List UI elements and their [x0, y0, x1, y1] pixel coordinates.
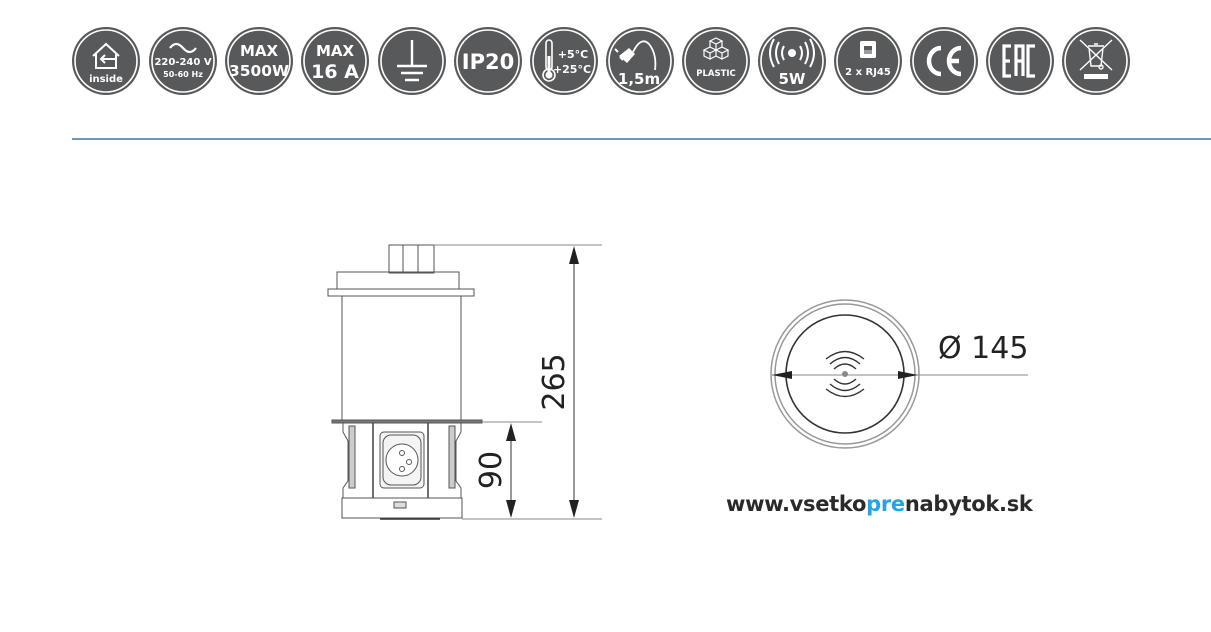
svg-text:5W: 5W — [779, 70, 806, 88]
ce-mark-badge — [909, 26, 979, 96]
svg-text:MAX: MAX — [316, 42, 355, 60]
thermometer-icon: +5°C +25°C — [530, 27, 598, 95]
svg-text:16 A: 16 A — [311, 61, 359, 83]
eac-icon — [986, 27, 1054, 95]
cubes-icon: PLASTIC — [682, 27, 750, 95]
svg-text:+5°C: +5°C — [558, 48, 588, 61]
height-dimension-label: 265 — [537, 353, 572, 410]
grounding-badge — [377, 26, 447, 96]
max-current-badge: MAX 16 A — [300, 26, 370, 96]
wireless-icon: 5W — [758, 27, 826, 95]
weee-badge — [1061, 26, 1131, 96]
material-badge: PLASTIC — [681, 26, 751, 96]
cable-length-badge: 1,5m — [605, 26, 675, 96]
svg-text:220-240 V: 220-240 V — [154, 57, 211, 68]
side-view-drawing: 265 90 — [327, 244, 602, 520]
data-ports-badge: 2 x RJ45 — [833, 26, 903, 96]
inside-badge: inside — [71, 26, 141, 96]
ac-wave-icon: 220-240 V 50-60 Hz — [149, 27, 217, 95]
section-divider — [72, 138, 1211, 140]
svg-text:2 x RJ45: 2 x RJ45 — [845, 67, 891, 78]
ground-icon — [378, 27, 446, 95]
max-power-badge: MAX 3500W — [224, 26, 294, 96]
plug-cable-icon: 1,5m — [606, 27, 674, 95]
svg-text:+25°C: +25°C — [553, 63, 591, 76]
svg-text:3500W: 3500W — [229, 62, 289, 80]
svg-text:50-60 Hz: 50-60 Hz — [163, 70, 203, 79]
diameter-dimension-label: Ø 145 — [938, 331, 1028, 366]
url-part-1: www.vsetko — [726, 492, 867, 516]
svg-text:inside: inside — [89, 74, 123, 85]
ce-icon — [910, 27, 978, 95]
eac-mark-badge — [985, 26, 1055, 96]
website-url[interactable]: www.vsetkoprenabytok.sk — [726, 492, 1033, 516]
top-view-drawing: Ø 145 — [770, 299, 1028, 449]
svg-text:IP20: IP20 — [462, 50, 514, 74]
svg-text:MAX: MAX — [240, 42, 279, 60]
house-arrow-icon: inside — [72, 27, 140, 95]
crossed-bin-icon — [1062, 27, 1130, 95]
voltage-badge: 220-240 V 50-60 Hz — [148, 26, 218, 96]
svg-text:1,5m: 1,5m — [618, 70, 660, 88]
ip-rating-badge: IP20 — [453, 26, 523, 96]
svg-text:PLASTIC: PLASTIC — [696, 69, 736, 79]
url-part-highlight: pre — [866, 492, 905, 516]
wireless-charger-badge: 5W — [757, 26, 827, 96]
rj45-icon: 2 x RJ45 — [834, 27, 902, 95]
url-part-3: nabytok.sk — [904, 492, 1033, 516]
temperature-badge: +5°C +25°C — [529, 26, 599, 96]
lower-height-dimension-label: 90 — [474, 451, 509, 489]
